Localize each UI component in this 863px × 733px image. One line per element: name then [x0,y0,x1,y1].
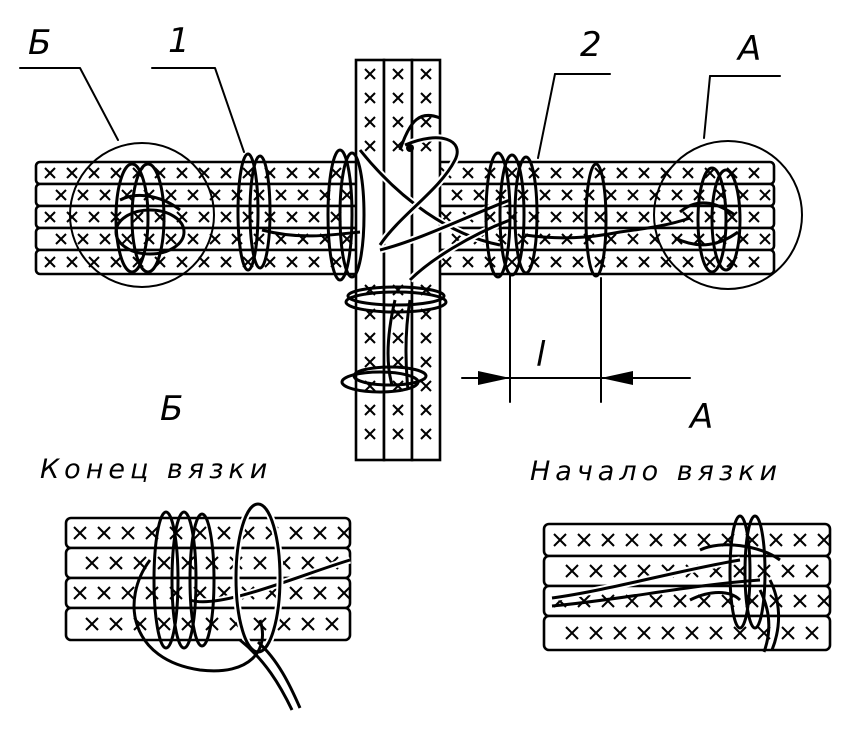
label-length-l: l [536,335,546,375]
leader-lines [19,67,781,159]
label-a-top: А [736,29,761,69]
detail-a-start-of-tying [542,514,832,653]
main-drawing: Б 1 2 А l [19,21,803,462]
cross-lashing [326,113,512,394]
label-1: 1 [168,21,190,61]
detail-circle-a [653,140,803,290]
detail-b-end-of-tying [64,500,352,711]
label-b-top: Б [28,23,51,63]
wire-wraps [236,151,691,279]
detail-circle-b [69,142,215,288]
label-2: 2 [580,25,602,65]
label-a-detail: А [688,397,713,437]
dimension-l [461,275,691,403]
caption-start-of-tying: Начало вязки [530,456,782,487]
rebar-cross-marks [44,68,771,440]
label-b-detail: Б [160,389,183,429]
caption-end-of-tying: Конец вязки [40,454,272,485]
